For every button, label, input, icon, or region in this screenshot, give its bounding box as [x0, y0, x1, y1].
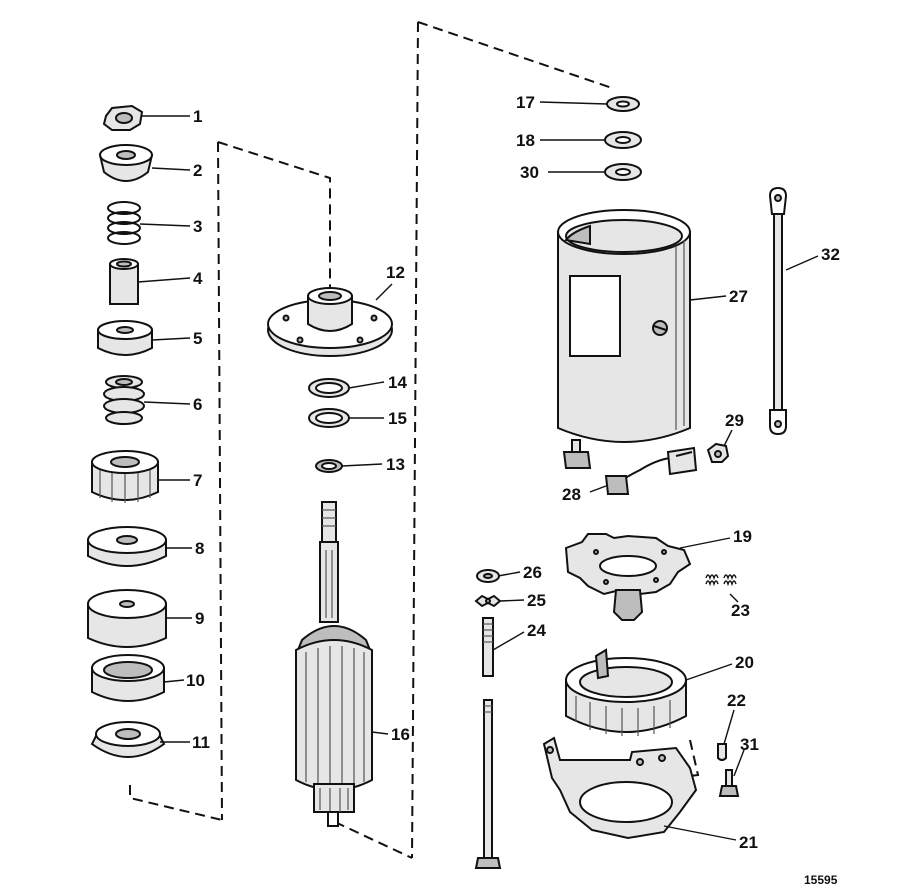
- callout-13: 13: [386, 455, 405, 474]
- part-4-sleeve: [109, 258, 139, 305]
- callout-12: 12: [386, 263, 405, 282]
- callout-26: 26: [523, 563, 542, 582]
- callout-9: 9: [195, 609, 204, 628]
- part-6-spring-assembly: [103, 375, 145, 425]
- callout-31: 31: [740, 735, 759, 754]
- callout-8: 8: [195, 539, 204, 558]
- callout-14: 14: [388, 373, 407, 392]
- part-30-washer: [604, 163, 642, 181]
- through-bolt: [474, 699, 502, 869]
- part-2-cap: [98, 144, 154, 182]
- callout-6: 6: [193, 395, 202, 414]
- callout-15: 15: [388, 409, 407, 428]
- part-29-nut: [706, 442, 730, 463]
- callout-29: 29: [725, 411, 744, 430]
- part-7-pinion-gear: [91, 450, 159, 503]
- callout-24: 24: [527, 621, 546, 640]
- callout-3: 3: [193, 217, 202, 236]
- part-21-mounting-bracket: [542, 736, 698, 840]
- part-12-end-plate: [267, 287, 393, 357]
- part-26-nut: [476, 569, 500, 583]
- part-19-brush-plate: [564, 533, 692, 621]
- callout-19: 19: [733, 527, 752, 546]
- callout-30: 30: [520, 163, 539, 182]
- part-25-star-washer: [474, 594, 502, 608]
- leader-lines: [137, 101, 819, 841]
- part-10-ring: [91, 654, 165, 702]
- part-13-small-ring: [315, 459, 343, 473]
- callout-10: 10: [186, 671, 205, 690]
- callout-21: 21: [739, 833, 758, 852]
- part-24-stud: [482, 617, 494, 677]
- part-17-washer: [606, 96, 640, 112]
- callout-4: 4: [193, 269, 203, 288]
- part-14-ring: [308, 378, 350, 398]
- part-32-cable: [768, 186, 788, 436]
- part-5-collar: [97, 320, 153, 356]
- part-9-thick-disc: [87, 589, 167, 648]
- callout-1: 1: [193, 107, 202, 126]
- callout-27: 27: [729, 287, 748, 306]
- callout-28: 28: [562, 485, 581, 504]
- callout-20: 20: [735, 653, 754, 672]
- callout-17: 17: [516, 93, 535, 112]
- callout-labels: 1 2 3 4 5 6 7 8 9 10 11 12 13 14 15 16 1…: [186, 93, 840, 852]
- callout-5: 5: [193, 329, 202, 348]
- callout-16: 16: [391, 725, 410, 744]
- part-18-washer: [604, 131, 642, 149]
- part-20-commutator-end-cap: [565, 648, 687, 736]
- part-28-brush-lead: [562, 439, 698, 495]
- part-27-motor-frame: [557, 209, 691, 443]
- part-15-ring: [308, 408, 350, 428]
- part-16-armature: [295, 501, 373, 827]
- callout-7: 7: [193, 471, 202, 490]
- callout-11: 11: [192, 733, 210, 752]
- part-3-spring: [107, 201, 141, 245]
- figure-number: 15595: [804, 873, 838, 884]
- callout-32: 32: [821, 245, 840, 264]
- callout-23: 23: [731, 601, 750, 620]
- part-8-disc: [87, 526, 167, 567]
- callout-22: 22: [727, 691, 746, 710]
- callout-2: 2: [193, 161, 202, 180]
- part-23-brush-springs: [705, 574, 737, 587]
- callout-18: 18: [516, 131, 535, 150]
- part-22-pin: [717, 743, 727, 761]
- part-31-screw: [718, 769, 740, 797]
- part-11-flanged-washer: [90, 721, 166, 758]
- part-1-nut: [102, 104, 144, 131]
- callout-25: 25: [527, 591, 546, 610]
